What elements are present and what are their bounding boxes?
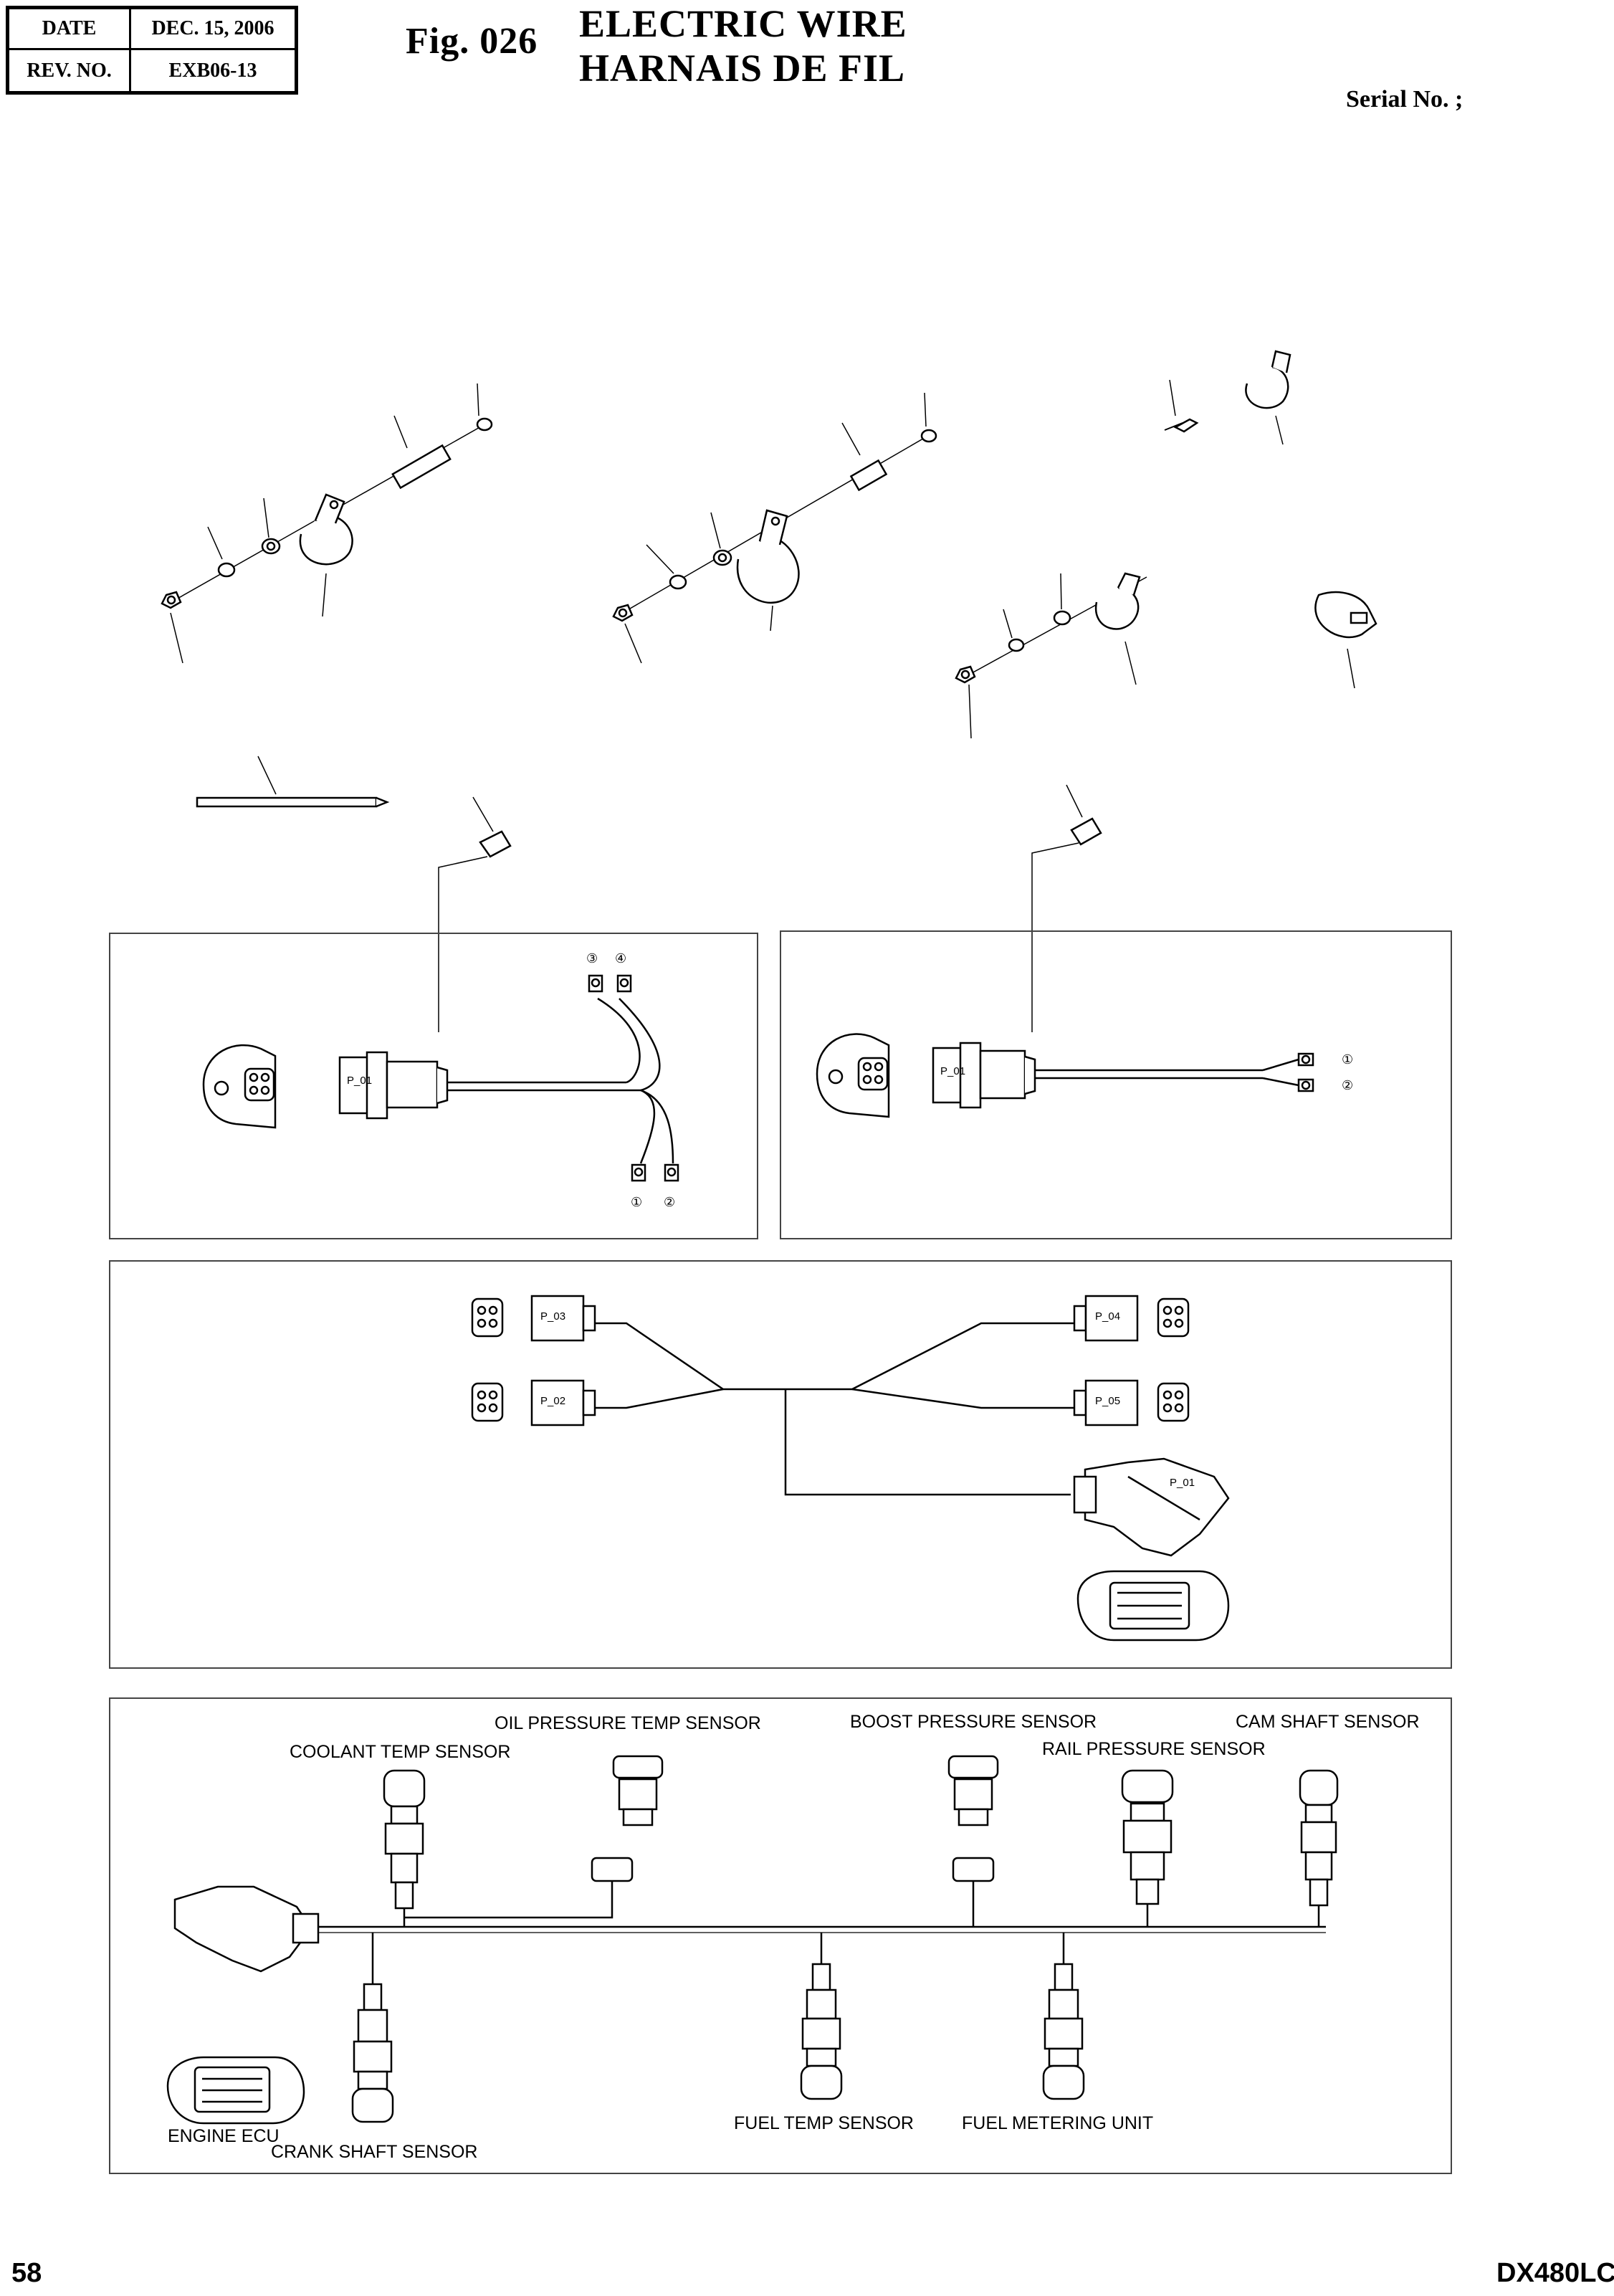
harness-1-terminal-3: ③ bbox=[586, 951, 598, 966]
harness-1-connector-tag: P_01 bbox=[347, 1075, 373, 1087]
label-cam-shaft-sensor: CAM SHAFT SENSOR bbox=[1236, 1712, 1420, 1732]
label-engine-ecu: ENGINE ECU bbox=[168, 2126, 280, 2146]
figure-number: Fig. 026 bbox=[406, 21, 538, 62]
label-fuel-temp-sensor: FUEL TEMP SENSOR bbox=[734, 2113, 914, 2133]
date-label: DATE bbox=[9, 9, 131, 50]
figure-title-fr: HARNAIS DE FIL bbox=[579, 47, 906, 90]
harness-1-terminal-4: ④ bbox=[615, 951, 627, 966]
serial-number: Serial No. ; bbox=[1346, 86, 1463, 113]
harness-1-terminal-1: ① bbox=[631, 1195, 643, 1209]
label-fuel-metering-unit: FUEL METERING UNIT bbox=[962, 2113, 1154, 2133]
harness-1-drawing bbox=[202, 974, 679, 1182]
harness-1-terminal-2: ② bbox=[664, 1195, 676, 1209]
harness-3-tag-p01: P_01 bbox=[1170, 1477, 1195, 1489]
rev-value: EXB06-13 bbox=[168, 59, 257, 82]
harness-4-drawing bbox=[166, 1755, 1339, 2125]
harness-panel-3: P_03 P_02 P_04 P_05 P_01 bbox=[109, 1260, 1452, 1669]
harness-3-drawing bbox=[471, 1295, 1230, 1642]
harness-3-tag-p02: P_02 bbox=[540, 1395, 566, 1407]
rev-label: REV. NO. bbox=[9, 50, 131, 91]
harness-panel-4: OIL PRESSURE TEMP SENSOR COOLANT TEMP SE… bbox=[109, 1697, 1452, 2174]
harness-2-terminal-2: ② bbox=[1342, 1078, 1354, 1092]
harness-panel-1: P_01 ③ ④ ① ② bbox=[109, 933, 758, 1239]
harness-2-terminal-1: ① bbox=[1342, 1052, 1354, 1067]
harness-3-tag-p05: P_05 bbox=[1095, 1395, 1121, 1407]
harness-2-drawing bbox=[816, 1033, 1314, 1118]
date-value: DEC. 15, 2006 bbox=[131, 9, 295, 50]
label-crank-shaft-sensor: CRANK SHAFT SENSOR bbox=[271, 2142, 478, 2162]
label-boost-pressure-sensor: BOOST PRESSURE SENSOR bbox=[850, 1712, 1097, 1732]
label-oil-pressure-temp-sensor: OIL PRESSURE TEMP SENSOR bbox=[495, 1713, 761, 1733]
harness-2-connector-tag: P_01 bbox=[940, 1065, 966, 1077]
label-rail-pressure-sensor: RAIL PRESSURE SENSOR bbox=[1042, 1739, 1266, 1759]
page-number: 58 bbox=[11, 2258, 42, 2288]
model-name: DX480LC bbox=[1496, 2258, 1614, 2288]
harness-3-tag-p03: P_03 bbox=[540, 1310, 566, 1323]
label-coolant-temp-sensor: COOLANT TEMP SENSOR bbox=[290, 1742, 511, 1762]
harness-3-tag-p04: P_04 bbox=[1095, 1310, 1121, 1323]
revision-box: DATE DEC. 15, 2006 REV. NO. EXB06-13 bbox=[6, 6, 298, 95]
figure-title-en: ELECTRIC WIRE bbox=[579, 2, 907, 45]
harness-panel-2: P_01 ① ② bbox=[780, 930, 1452, 1239]
